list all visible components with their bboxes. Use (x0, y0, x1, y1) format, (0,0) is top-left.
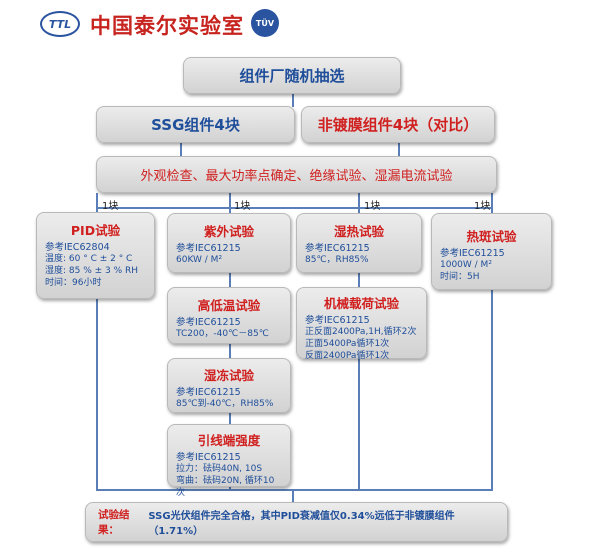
branch-label: 1块 (474, 201, 491, 212)
brand-title: 中国泰尔实验室 (90, 13, 244, 38)
connector (96, 193, 98, 491)
uv-title: 紫外试验 (203, 224, 254, 239)
damp-heat-test-box: 湿热试验 参考IEC61215 85℃，RH85% (296, 213, 422, 273)
bottom-line (96, 489, 493, 491)
hot-spot-test-box: 热斑试验 参考IEC61215 1000W / M² 时间：5H (431, 213, 552, 290)
branch-label: 1块 (364, 201, 381, 212)
result-label: 试验结果： (98, 509, 130, 536)
humidity-freeze-test-box: 湿冻试验 参考IEC61215 85℃到-40℃，RH85% (167, 358, 291, 413)
connector (292, 93, 294, 107)
connector (180, 143, 182, 157)
mechanical-load-title: 机械载荷试验 (323, 296, 399, 311)
tuv-badge-icon: TÜV (251, 9, 279, 37)
connector (491, 193, 493, 491)
branch-line (96, 207, 491, 209)
damp-heat-title: 湿热试验 (333, 224, 384, 239)
result-text: SSG光伏组件完全合格，其中PID衰减值仅0.34%远低于非镀膜组件（1.71%… (148, 511, 455, 537)
ttl-logo: TTL (40, 11, 80, 37)
pid-title: PID试验 (70, 223, 121, 238)
branch-label: 1块 (234, 201, 251, 212)
checks-box: 外观检查、最大功率点确定、绝缘试验、湿漏电流试验 (96, 156, 497, 193)
mechanical-load-test-box: 机械载荷试验 参考IEC61215 正反面2400Pa,1H,循环2次 正面54… (296, 287, 427, 361)
non-coated-group-box: 非镀膜组件4块（对比） (301, 106, 495, 143)
branch-label: 1块 (102, 201, 119, 212)
terminal-strength-test-box: 引线端强度 参考IEC61215 拉力：砝码40N, 10S 弯曲：砝码20N,… (167, 424, 291, 498)
connector (398, 143, 400, 157)
humidity-freeze-title: 湿冻试验 (203, 368, 254, 383)
connector (292, 489, 294, 503)
pid-test-box: PID试验 参考IEC62804 温度: 60 ° C ± 2 ° C 湿度: … (36, 212, 155, 299)
thermal-cycle-title: 高低温试验 (197, 298, 261, 313)
result-box: 试验结果： SSG光伏组件完全合格，其中PID衰减值仅0.34%远低于非镀膜组件… (85, 502, 508, 542)
hot-spot-title: 热斑试验 (466, 229, 517, 244)
ssg-group-box: SSG组件4块 (96, 106, 295, 143)
thermal-cycle-test-box: 高低温试验 参考IEC61215 TC200，-40℃－85℃ (167, 287, 291, 344)
selection-box: 组件厂随机抽选 (183, 57, 401, 94)
uv-test-box: 紫外试验 参考IEC61215 60KW / M² (167, 213, 291, 273)
terminal-strength-title: 引线端强度 (197, 433, 261, 448)
ttl-logo-text: TTL (48, 17, 72, 31)
